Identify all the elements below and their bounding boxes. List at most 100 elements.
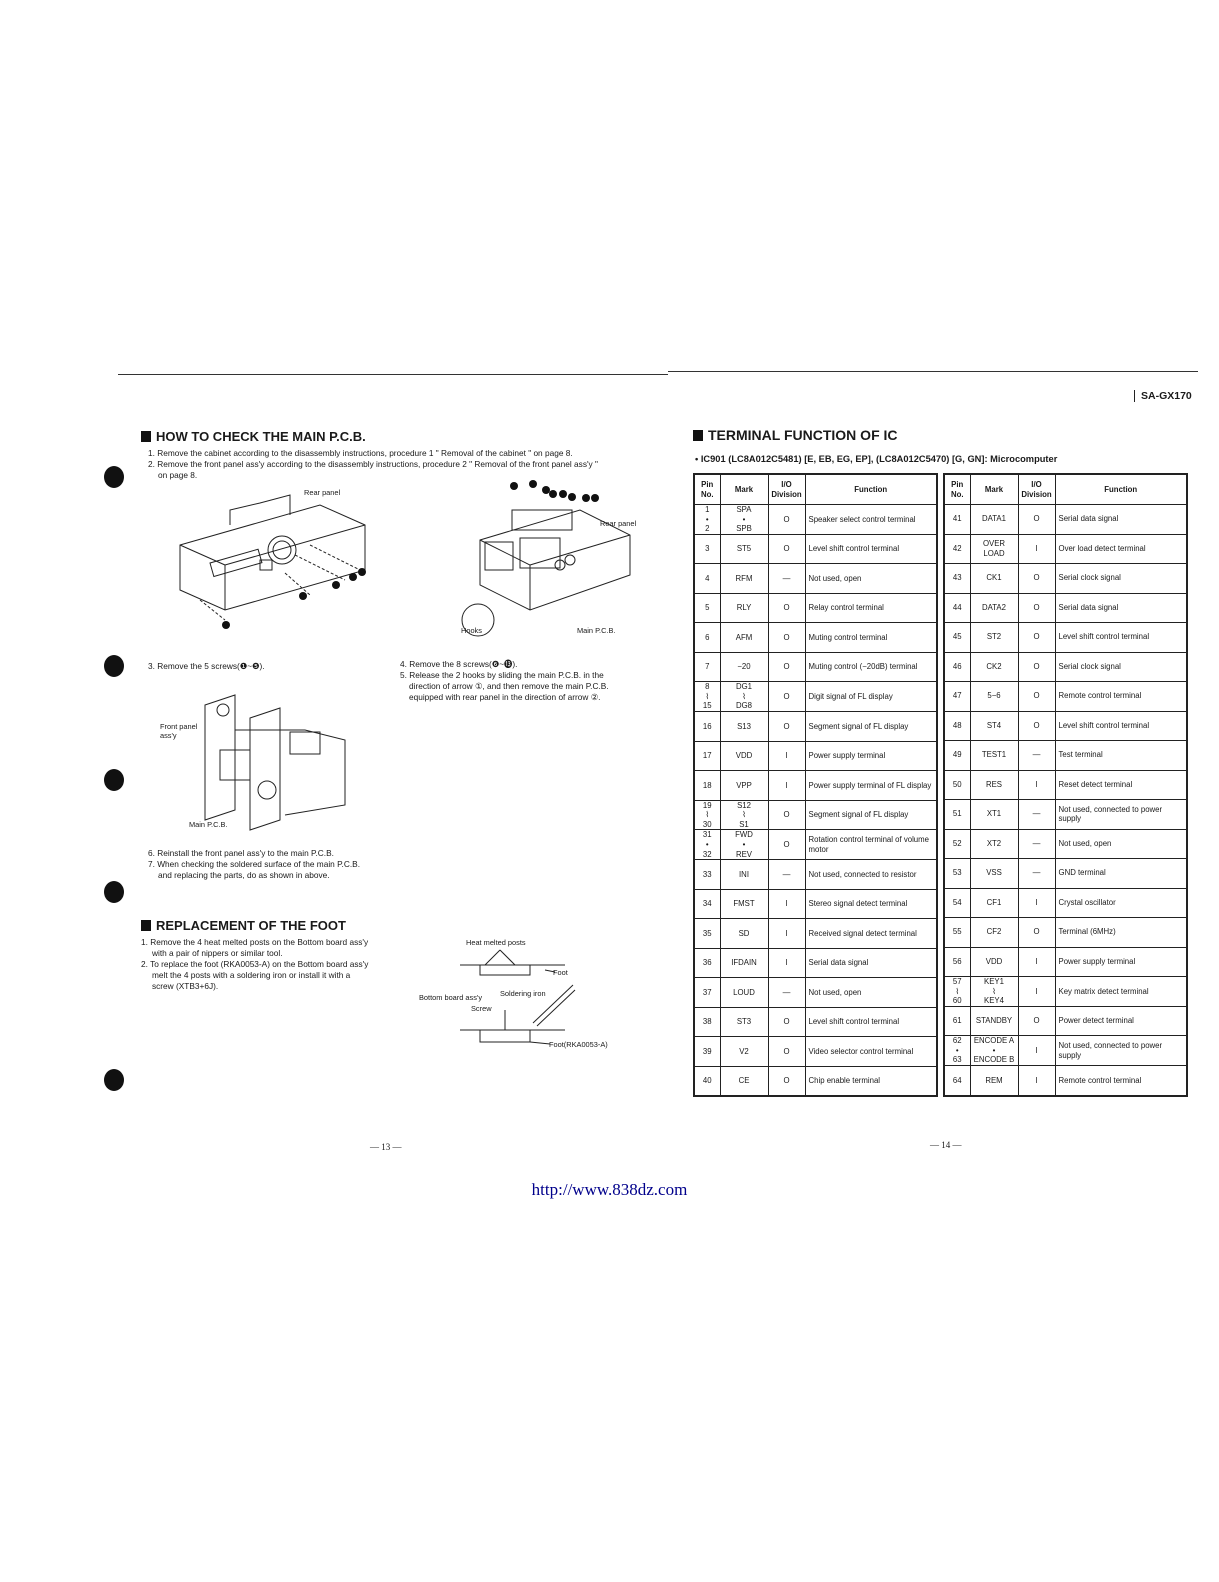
mark-cell: KEY1 ⌇ KEY4 bbox=[969, 976, 1019, 1007]
mark-cell: LOUD bbox=[719, 977, 769, 1008]
io-cell: I bbox=[1017, 887, 1056, 918]
function-cell: Serial data signal bbox=[1054, 504, 1188, 535]
pin-cell: 8 ⌇ 15 bbox=[693, 681, 721, 713]
pin-cell: 57 ⌇ 60 bbox=[943, 976, 971, 1007]
mark-cell: CK1 bbox=[969, 563, 1019, 594]
foot-heat-label: Heat melted posts bbox=[466, 938, 526, 947]
mark-cell: VDD bbox=[969, 946, 1019, 977]
function-cell: Key matrix detect terminal bbox=[1054, 976, 1188, 1007]
pin-cell: 43 bbox=[943, 563, 971, 594]
mark-cell: ST5 bbox=[719, 533, 769, 565]
mark-cell: DATA1 bbox=[969, 504, 1019, 535]
function-cell: Serial clock signal bbox=[1054, 563, 1188, 594]
pin-cell: 48 bbox=[943, 710, 971, 741]
footer-url[interactable]: http://www.838dz.com bbox=[531, 1180, 688, 1199]
foot-part-label: Foot(RKA0053-A) bbox=[549, 1040, 608, 1049]
mark-cell: CE bbox=[719, 1065, 769, 1097]
step-5: 5. Release the 2 hooks by sliding the ma… bbox=[400, 670, 604, 680]
io-cell: O bbox=[767, 651, 806, 683]
mark-cell: VDD bbox=[719, 740, 769, 772]
foot-illustration bbox=[455, 945, 585, 1055]
mark-cell: REM bbox=[969, 1065, 1019, 1097]
mark-cell: CF2 bbox=[969, 917, 1019, 948]
function-cell: Test terminal bbox=[1054, 740, 1188, 771]
pin-cell: 49 bbox=[943, 740, 971, 771]
mark-cell: ENCODE A • ENCODE B bbox=[969, 1035, 1019, 1067]
io-cell: O bbox=[767, 711, 806, 742]
pin-cell: 18 bbox=[693, 770, 721, 801]
pin-cell: 51 bbox=[943, 799, 971, 830]
main-pcb-illustration bbox=[450, 480, 645, 640]
io-cell: — bbox=[767, 563, 806, 594]
mark-cell: STANDBY bbox=[969, 1005, 1019, 1037]
header-function: Function bbox=[804, 473, 938, 505]
mark-cell: RLY bbox=[719, 592, 769, 624]
terminal-function-title: TERMINAL FUNCTION OF IC bbox=[693, 427, 898, 443]
pin-cell: 42 bbox=[943, 533, 971, 564]
io-cell: I bbox=[767, 740, 806, 772]
pin-cell: 52 bbox=[943, 828, 971, 859]
header-pin: Pin No. bbox=[943, 473, 971, 505]
function-cell: Not used, open bbox=[1054, 828, 1188, 859]
check-step-2-cont: on page 8. bbox=[158, 470, 198, 480]
function-cell: Digit signal of FL display bbox=[804, 681, 938, 713]
pin-cell: 3 bbox=[693, 533, 721, 565]
io-cell: I bbox=[767, 770, 806, 801]
mark-cell: OVER LOAD bbox=[969, 533, 1019, 564]
punch-hole bbox=[104, 655, 124, 677]
foot-step-1: 1. Remove the 4 heat melted posts on the… bbox=[141, 937, 369, 947]
replacement-foot-title: REPLACEMENT OF THE FOOT bbox=[141, 918, 346, 933]
function-cell: Not used, connected to resistor bbox=[804, 859, 938, 890]
mark-cell: FWD • REV bbox=[719, 829, 769, 861]
mark-cell: INI bbox=[719, 859, 769, 890]
mark-cell: VPP bbox=[719, 770, 769, 801]
function-cell: Not used, open bbox=[804, 563, 938, 594]
fig3-main-pcb-label: Main P.C.B. bbox=[189, 820, 228, 829]
io-cell: I bbox=[1017, 533, 1056, 564]
function-cell: Power detect terminal bbox=[1054, 1005, 1188, 1037]
pin-cell: 38 bbox=[693, 1006, 721, 1038]
model-label: SA-GX170 bbox=[1134, 390, 1192, 402]
mark-cell: V2 bbox=[719, 1036, 769, 1067]
function-cell: Power supply terminal bbox=[1054, 946, 1188, 977]
io-cell: O bbox=[1017, 1005, 1056, 1037]
step-4: 4. Remove the 8 screws(❻~⓭). bbox=[400, 659, 518, 669]
pin-cell: 61 bbox=[943, 1005, 971, 1037]
mark-cell: XT2 bbox=[969, 828, 1019, 859]
pin-cell: 62 • 63 bbox=[943, 1035, 971, 1067]
punch-hole bbox=[104, 1069, 124, 1091]
foot-iron-label: Soldering iron bbox=[500, 989, 546, 998]
pin-cell: 19 ⌇ 30 bbox=[693, 799, 721, 831]
front-panel-illustration bbox=[195, 690, 360, 835]
io-cell: O bbox=[1017, 681, 1056, 712]
pin-cell: 37 bbox=[693, 977, 721, 1008]
step-5-cont-1: direction of arrow ①, and then remove th… bbox=[409, 681, 609, 691]
foot-step-2: 2. To replace the foot (RKA0053-A) on th… bbox=[141, 959, 369, 969]
foot-screw-label: Screw bbox=[471, 1004, 492, 1013]
mark-cell: IFDAIN bbox=[719, 947, 769, 979]
io-cell: — bbox=[1017, 828, 1056, 859]
bullet-square-icon bbox=[141, 920, 151, 931]
pin-cell: 17 bbox=[693, 740, 721, 772]
fig3-front-panel-label-2: ass'y bbox=[160, 731, 177, 740]
header-function: Function bbox=[1054, 473, 1188, 505]
mark-cell: CK2 bbox=[969, 651, 1019, 682]
io-cell: O bbox=[767, 592, 806, 624]
step-5-cont-2: equipped with rear panel in the directio… bbox=[409, 692, 601, 702]
function-cell: Rotation control terminal of volume moto… bbox=[804, 829, 938, 861]
pin-cell: 39 bbox=[693, 1036, 721, 1067]
header-io: I/O Division bbox=[1017, 473, 1056, 505]
io-cell: I bbox=[767, 947, 806, 979]
